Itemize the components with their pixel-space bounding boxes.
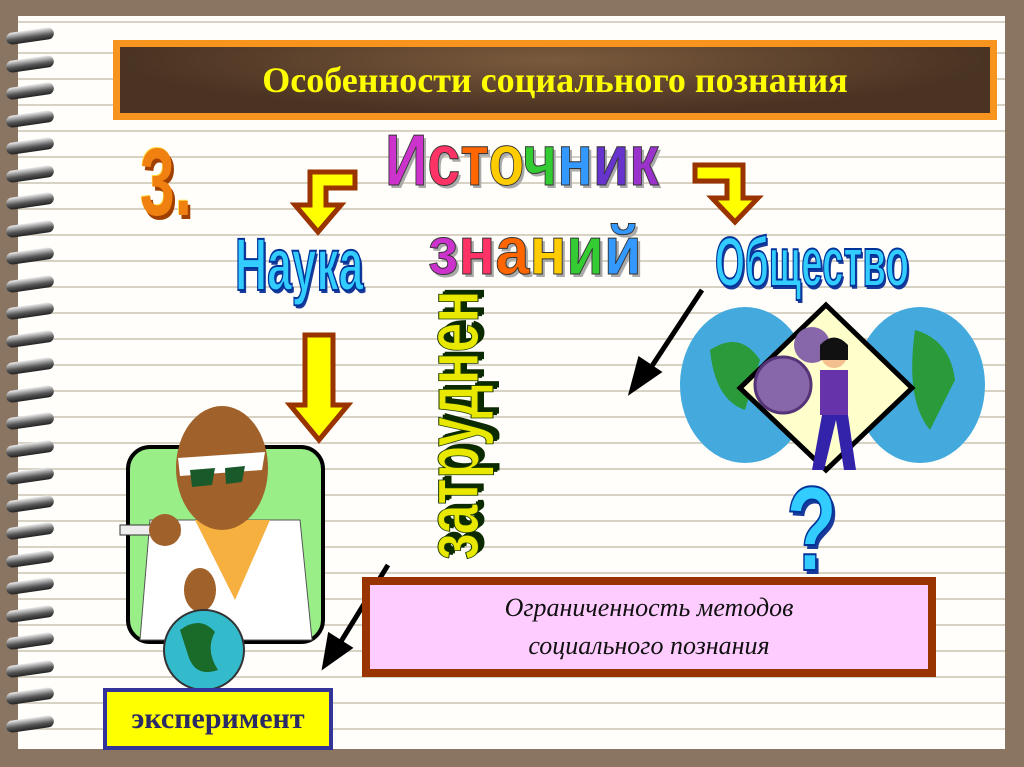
wordart-knowledge: знаний [428, 212, 643, 290]
globe-icon [163, 609, 245, 691]
wordart-source: Источник [385, 120, 660, 202]
limitation-line-1: Ограниченность методов [504, 593, 794, 622]
wordart-letter: н [557, 121, 593, 202]
bent-arrow-icon [692, 162, 764, 226]
wordart-letter: й [604, 213, 643, 290]
wordart-letter: н [529, 213, 567, 290]
wordart-society: Общество [714, 222, 910, 302]
wordart-letter: и [566, 213, 605, 290]
wordart-letter: с [427, 121, 461, 202]
wordart-letter: ч [523, 121, 558, 202]
experiment-label: эксперимент [103, 688, 333, 750]
experiment-text: эксперимент [131, 702, 305, 735]
wordart-letter: з [428, 213, 459, 290]
wordart-letter: И [385, 121, 428, 202]
wordart-difficult: затруднен [411, 290, 495, 560]
bent-arrow-icon [289, 169, 358, 236]
limitation-box: Ограниченность методов социального позна… [362, 577, 936, 677]
wordart-letter: а [495, 213, 530, 290]
question-mark-icon: ? [785, 461, 838, 597]
wordart-science: Наука [234, 222, 364, 307]
limitation-line-2: социального познания [528, 631, 770, 660]
section-number: 3. [140, 129, 193, 236]
gears-person-clipart-icon [680, 301, 985, 474]
wordart-letter: и [592, 121, 630, 202]
wordart-letter: о [488, 121, 524, 202]
slide-title: Особенности социального познания [262, 60, 848, 100]
down-arrow-icon [284, 332, 354, 444]
wordart-letter: н [458, 213, 496, 290]
wordart-letter: т [460, 121, 489, 202]
scientist-clipart-icon [119, 406, 325, 644]
title-banner: Особенности социального познания [113, 40, 997, 120]
wordart-letter: к [629, 121, 659, 202]
